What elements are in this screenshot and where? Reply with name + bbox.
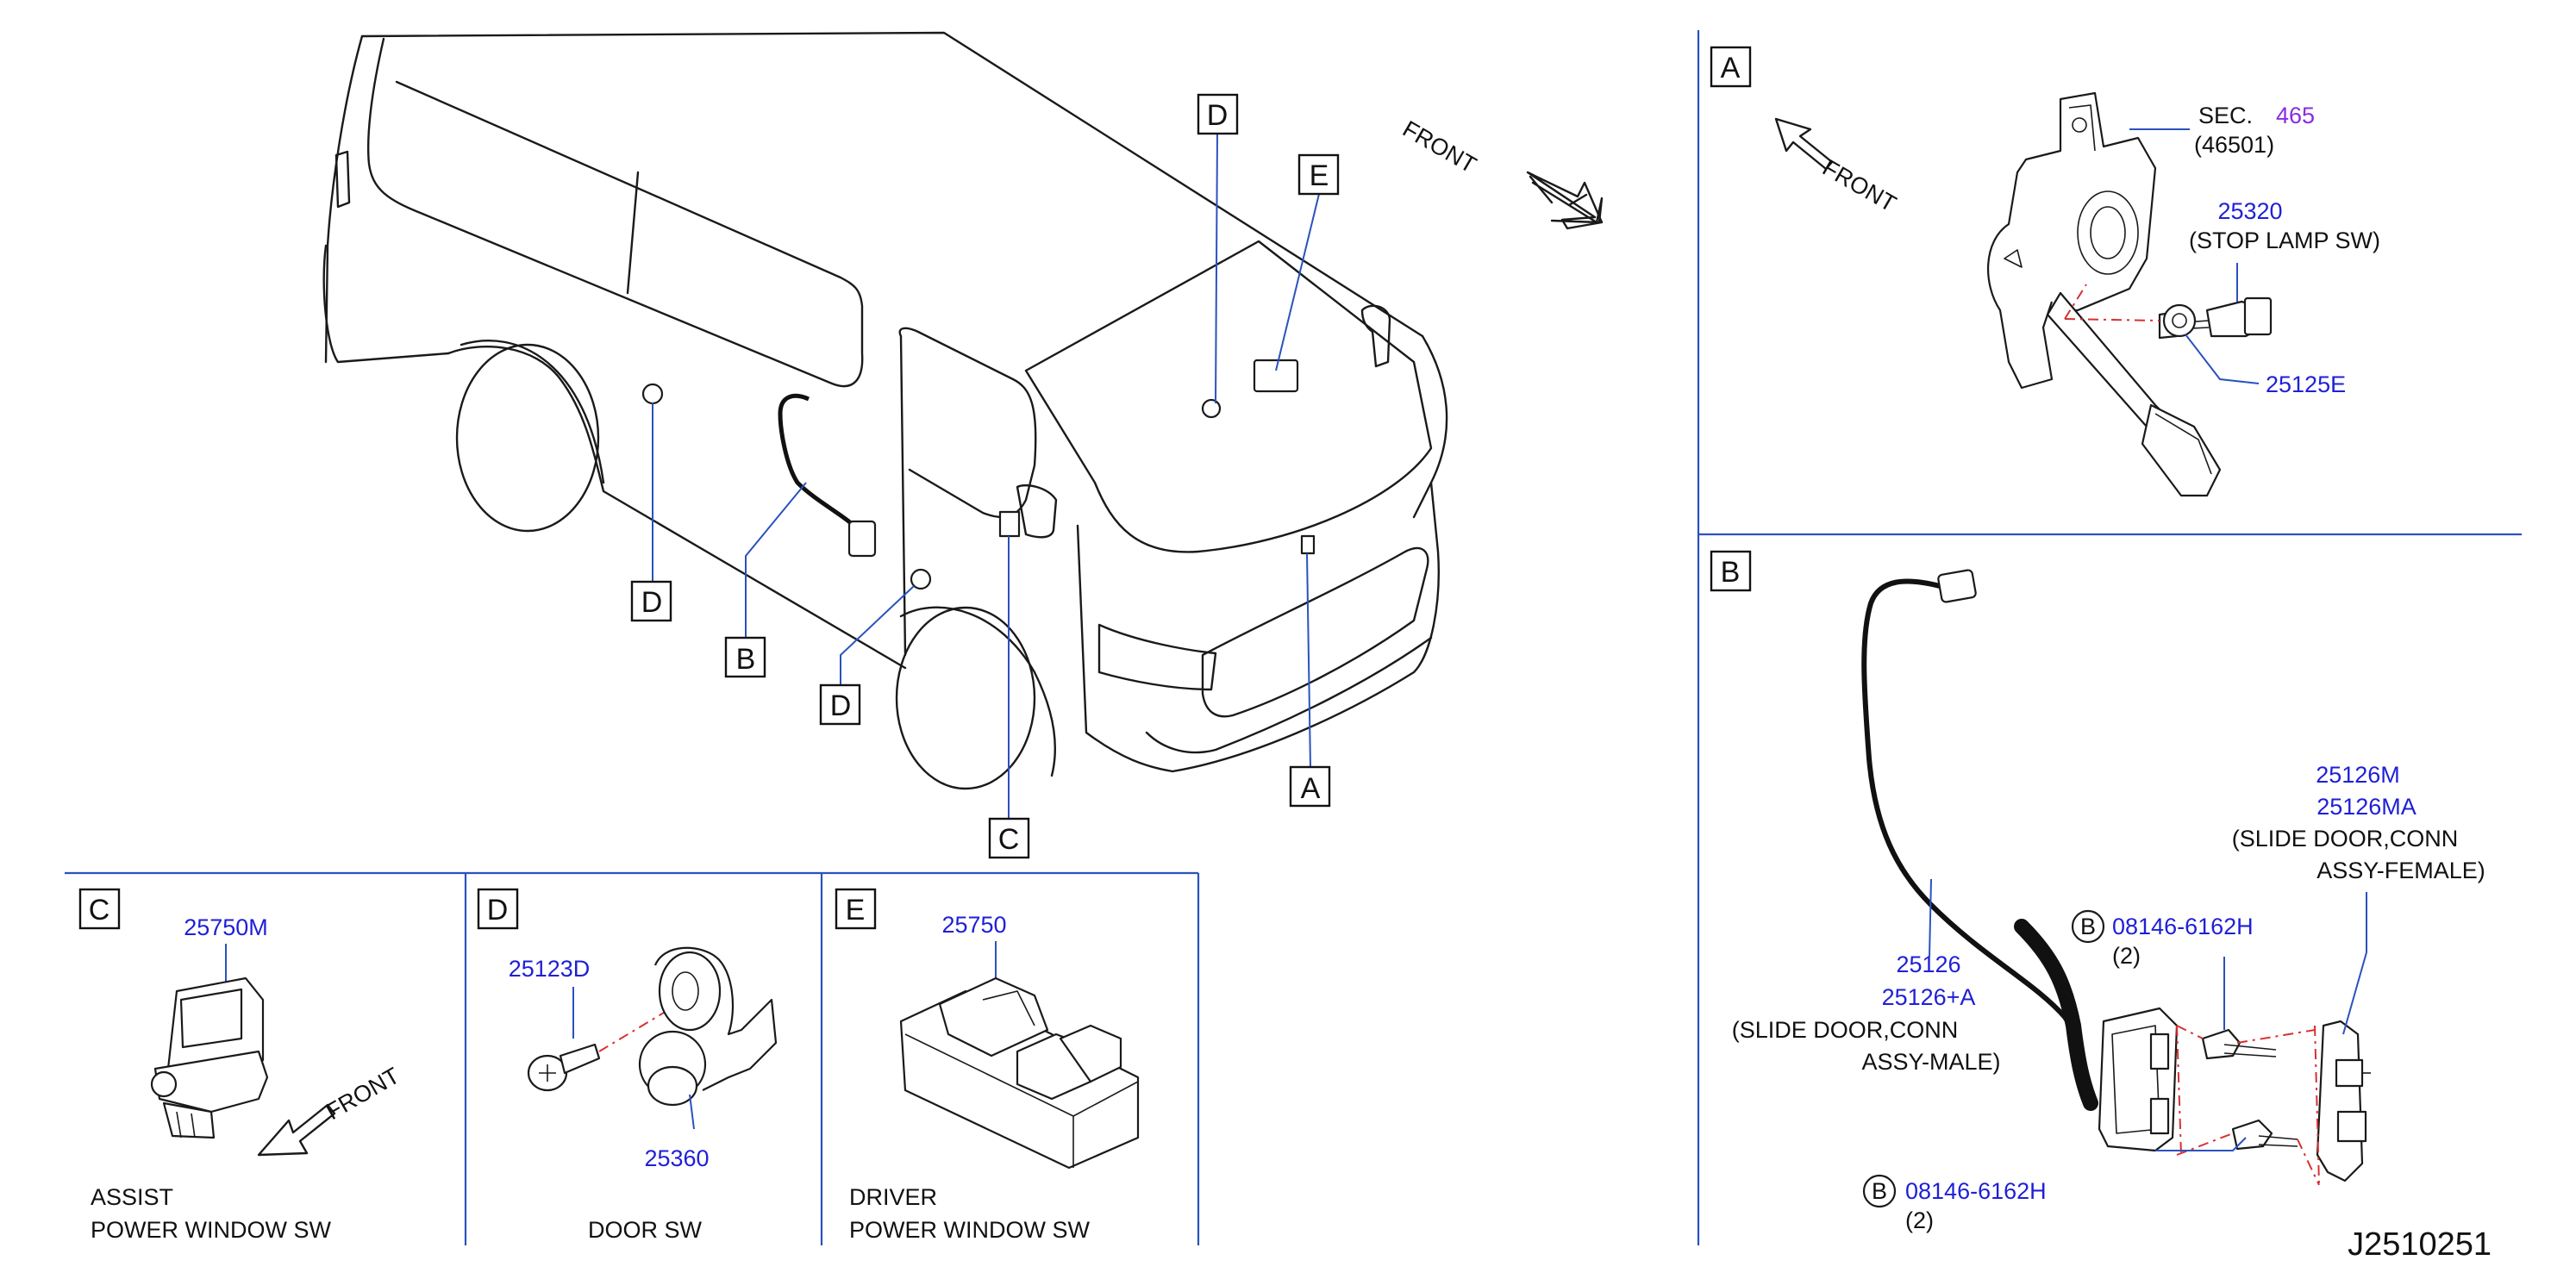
bolt-lower — [2231, 1119, 2298, 1151]
panel-B-letter: B — [1721, 556, 1741, 589]
male-desc-1: (SLIDE DOOR,CONN — [1732, 1017, 1959, 1043]
panel-B: B 25126 25126+A (SLIDE DOOR,CONN ASSY-MA… — [1710, 550, 2485, 1233]
panel-dividers — [65, 30, 2522, 1245]
panel-E-caption-1: DRIVER — [849, 1184, 937, 1210]
bolt-marker-lower — [1862, 1174, 1897, 1208]
sec-prefix: SEC. — [2198, 103, 2253, 128]
callout-E[interactable] — [1297, 153, 1340, 196]
callout-D-left-label: D — [641, 586, 663, 619]
panel-C-letter: C — [89, 894, 110, 926]
main-callouts: D E D B D C A — [630, 93, 1340, 859]
callout-D-mid-label: D — [830, 689, 852, 722]
male-part-1[interactable]: 25126 — [1896, 951, 1960, 977]
panel-D-caption: DOOR SW — [588, 1217, 703, 1243]
panel-C-front-label: FRONT — [322, 1063, 404, 1125]
callout-D-top-label: D — [1207, 99, 1229, 132]
male-desc-2: ASSY-MALE) — [1861, 1049, 2000, 1075]
panel-D: D 25123D 25360 DOOR SW — [477, 888, 778, 1243]
callout-E-label: E — [1310, 159, 1329, 192]
female-desc-1: (SLIDE DOOR,CONN — [2232, 826, 2459, 852]
panel-D-letter: D — [487, 894, 509, 926]
panel-C-caption-2: POWER WINDOW SW — [91, 1217, 331, 1243]
panel-A-tag[interactable] — [1710, 46, 1752, 88]
main-front-label: FRONT — [1398, 115, 1481, 178]
front-arrow-icon — [1774, 117, 1834, 171]
female-part-2[interactable]: 25126MA — [2317, 794, 2417, 820]
panel-E: E 25750 DRIVER POWER WINDOW SW — [835, 888, 1140, 1243]
bolt-part-upper[interactable]: 08146-6162H — [2112, 914, 2254, 939]
male-part-2[interactable]: 25126+A — [1882, 984, 1976, 1010]
bolt-upper — [2201, 1028, 2277, 1060]
panel-A: A FRONT SEC. 465 (46501) 25320 (STOP LAM… — [1710, 46, 2380, 497]
stop-lamp-part[interactable]: 25320 — [2217, 198, 2282, 224]
panel-C-part[interactable]: 25750M — [184, 914, 268, 940]
diagram-code: J2510251 — [2348, 1226, 2492, 1263]
switch-part[interactable]: 25360 — [644, 1145, 709, 1171]
callout-C[interactable] — [988, 817, 1030, 859]
panel-C: C 25750M FRONT ASSIST POWER WINDOW SW — [78, 888, 404, 1243]
panel-E-letter: E — [846, 894, 866, 926]
bolt-marker-lower-label: B — [1872, 1178, 1887, 1204]
panel-E-part[interactable]: 25750 — [941, 912, 1006, 938]
female-desc-2: ASSY-FEMALE) — [2317, 858, 2485, 883]
bolt-qty-upper: (2) — [2112, 943, 2141, 969]
panel-C-tag[interactable] — [78, 888, 121, 930]
bolt-part-lower[interactable]: 08146-6162H — [1905, 1178, 2047, 1204]
panel-C-caption-1: ASSIST — [91, 1184, 173, 1210]
panel-A-front-label: FRONT — [1818, 154, 1901, 216]
callout-A-label: A — [1301, 772, 1321, 805]
clip-part[interactable]: 25125E — [2266, 371, 2346, 397]
panel-B-tag[interactable] — [1710, 550, 1752, 592]
sec-sub: (46501) — [2194, 132, 2274, 158]
callout-D-top[interactable] — [1197, 93, 1239, 135]
panel-E-caption-2: POWER WINDOW SW — [849, 1217, 1090, 1243]
panel-A-letter: A — [1721, 52, 1741, 84]
female-part-1[interactable]: 25126M — [2316, 762, 2400, 788]
callout-D-mid[interactable] — [819, 683, 861, 726]
sec-number[interactable]: 465 — [2276, 103, 2315, 128]
callout-A[interactable] — [1289, 765, 1331, 808]
callout-D-left[interactable] — [630, 580, 672, 622]
callout-B-label: B — [736, 643, 756, 676]
bolt-qty-lower: (2) — [1905, 1207, 1934, 1233]
stop-lamp-desc: (STOP LAMP SW) — [2189, 228, 2380, 253]
callout-B[interactable] — [724, 636, 766, 678]
screw-part[interactable]: 25123D — [509, 956, 591, 982]
panel-D-tag[interactable] — [477, 888, 519, 930]
van-illustration — [322, 31, 1448, 790]
bolt-marker-upper-label: B — [2080, 914, 2096, 939]
callout-C-label: C — [998, 823, 1020, 856]
main-front-arrow: FRONT — [1398, 115, 1604, 230]
panel-E-tag[interactable] — [835, 888, 877, 930]
bolt-marker-upper — [2071, 909, 2105, 944]
panel-C-front-arrow-icon — [257, 1103, 336, 1157]
